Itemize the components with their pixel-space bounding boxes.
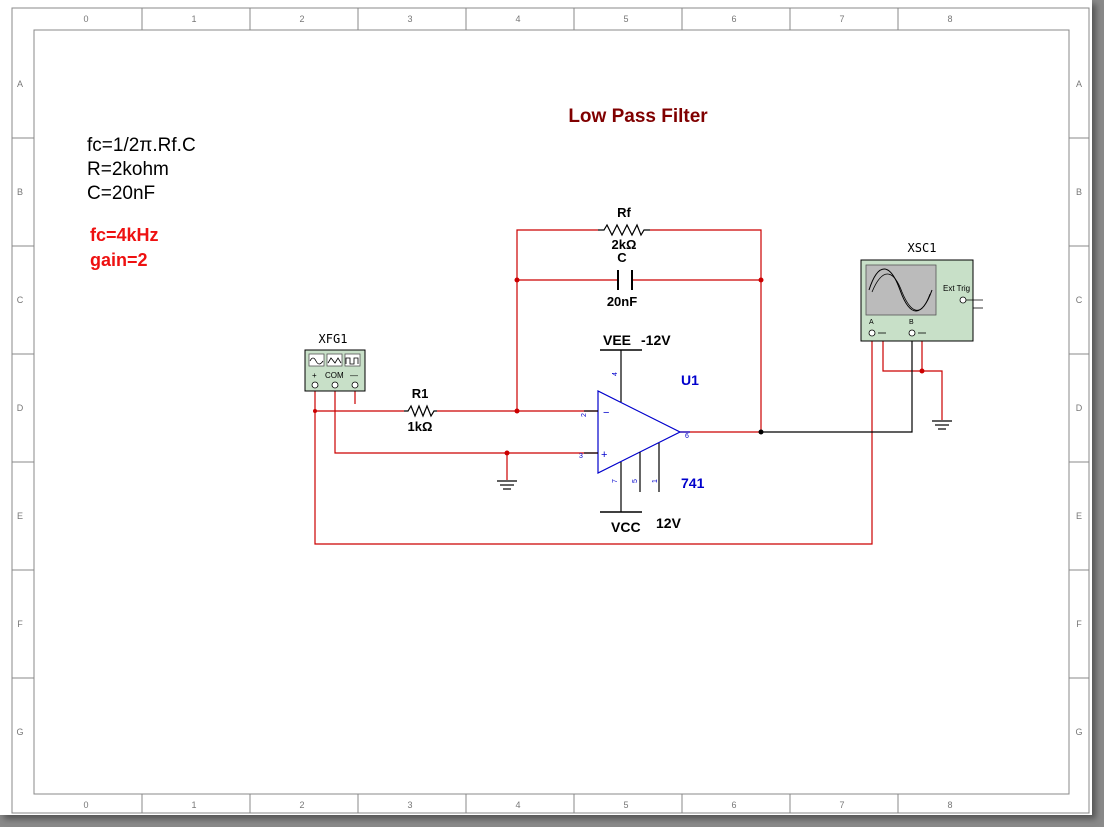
row-label: A <box>17 79 23 89</box>
row-label: G <box>16 727 23 737</box>
pin-7: 7 <box>612 479 619 483</box>
xfg-label: XFG1 <box>319 332 348 346</box>
junction-dot <box>758 429 764 435</box>
column-label: 3 <box>407 800 412 810</box>
row-label: E <box>17 511 23 521</box>
column-label: 3 <box>407 14 412 24</box>
ground-icon <box>932 420 952 430</box>
diagram-title: Low Pass Filter <box>568 106 708 127</box>
pin-1: 1 <box>652 479 659 483</box>
noninverting-sign: + <box>601 449 607 461</box>
row-label: D <box>17 403 24 413</box>
column-label: 4 <box>515 14 520 24</box>
column-label: 6 <box>731 14 736 24</box>
row-label: C <box>17 295 24 305</box>
oscilloscope-xsc1[interactable]: XSC1 Ext Trig A B <box>860 241 983 342</box>
junction-dot <box>313 409 317 413</box>
channel-a-terminal[interactable] <box>868 329 876 337</box>
ground-icon <box>497 480 517 490</box>
row-label: E <box>1076 511 1082 521</box>
row-label: D <box>1076 403 1083 413</box>
row-label: F <box>1076 619 1082 629</box>
column-label: 6 <box>731 800 736 810</box>
note-formula: fc=1/2π.Rf.C <box>87 135 196 156</box>
column-label: 5 <box>623 800 628 810</box>
capacitor-c[interactable]: C 20nF <box>607 250 637 309</box>
channel-a-label: A <box>869 319 874 326</box>
sine-wave-icon[interactable] <box>308 353 325 367</box>
column-label: 2 <box>299 14 304 24</box>
inverting-sign: − <box>603 407 609 419</box>
row-label: F <box>17 619 23 629</box>
vcc-label: VCC <box>611 519 641 535</box>
column-label: 1 <box>191 14 196 24</box>
r1-label: R1 <box>412 386 429 401</box>
c-label: C <box>617 250 627 265</box>
vcc-supply[interactable]: VCC 12V <box>600 511 682 535</box>
row-label: A <box>1076 79 1082 89</box>
resistor-r1[interactable]: R1 1kΩ <box>404 386 437 434</box>
column-label: 2 <box>299 800 304 810</box>
opamp-ref: U1 <box>681 372 699 388</box>
column-label: 4 <box>515 800 520 810</box>
ext-trig-label: Ext Trig <box>943 284 970 293</box>
xfg-plus: + <box>312 371 317 380</box>
junction-dot <box>758 277 764 283</box>
wires-black[interactable] <box>761 340 913 433</box>
channel-b-terminal[interactable] <box>908 329 916 337</box>
vee-value: -12V <box>641 332 671 348</box>
row-label: C <box>1076 295 1083 305</box>
row-label: G <box>1075 727 1082 737</box>
junction-dot <box>919 368 925 374</box>
rf-value: 2kΩ <box>612 237 637 252</box>
junction-dot <box>504 450 510 456</box>
function-generator-xfg1[interactable]: XFG1 + COM — <box>304 332 366 392</box>
pin-2: 2 <box>581 413 588 417</box>
channel-b-label: B <box>909 319 914 326</box>
r1-value: 1kΩ <box>408 419 433 434</box>
wires-red[interactable] <box>314 229 943 545</box>
column-label: 0 <box>83 14 88 24</box>
pin-5: 5 <box>632 479 639 483</box>
row-label: B <box>1076 187 1082 197</box>
note-fc-result: fc=4kHz <box>90 225 159 245</box>
junction-dot <box>514 408 520 414</box>
column-label: 8 <box>947 14 952 24</box>
column-label: 7 <box>839 800 844 810</box>
opamp-model: 741 <box>681 475 705 491</box>
xsc-label: XSC1 <box>908 241 937 255</box>
pin-4: 4 <box>612 372 619 376</box>
xfg-com: COM <box>325 371 344 380</box>
column-label: 5 <box>623 14 628 24</box>
column-label: 1 <box>191 800 196 810</box>
note-r-value: R=2kohm <box>87 159 169 180</box>
column-label: 8 <box>947 800 952 810</box>
row-label: B <box>17 187 23 197</box>
pin-3: 3 <box>579 453 583 460</box>
resistor-rf[interactable]: Rf 2kΩ <box>598 205 650 252</box>
column-label: 7 <box>839 14 844 24</box>
junctions <box>313 277 925 456</box>
xfg-minus: — <box>350 371 358 380</box>
column-label: 0 <box>83 800 88 810</box>
note-gain-result: gain=2 <box>90 250 148 270</box>
c-value: 20nF <box>607 294 637 309</box>
rf-label: Rf <box>617 205 631 220</box>
triangle-wave-icon[interactable] <box>326 353 343 367</box>
vee-label: VEE <box>603 332 631 348</box>
sheet-border <box>11 7 1090 814</box>
note-c-value: C=20nF <box>87 183 155 204</box>
opamp-u1[interactable]: − + 4 2 3 6 7 5 1 U1 741 <box>579 350 705 512</box>
vcc-value: 12V <box>656 515 682 531</box>
vee-supply[interactable]: VEE -12V <box>600 332 671 351</box>
ext-trig-terminal[interactable] <box>959 296 967 304</box>
square-wave-icon[interactable] <box>344 353 361 367</box>
pin-6: 6 <box>685 433 689 440</box>
junction-dot <box>514 277 520 283</box>
